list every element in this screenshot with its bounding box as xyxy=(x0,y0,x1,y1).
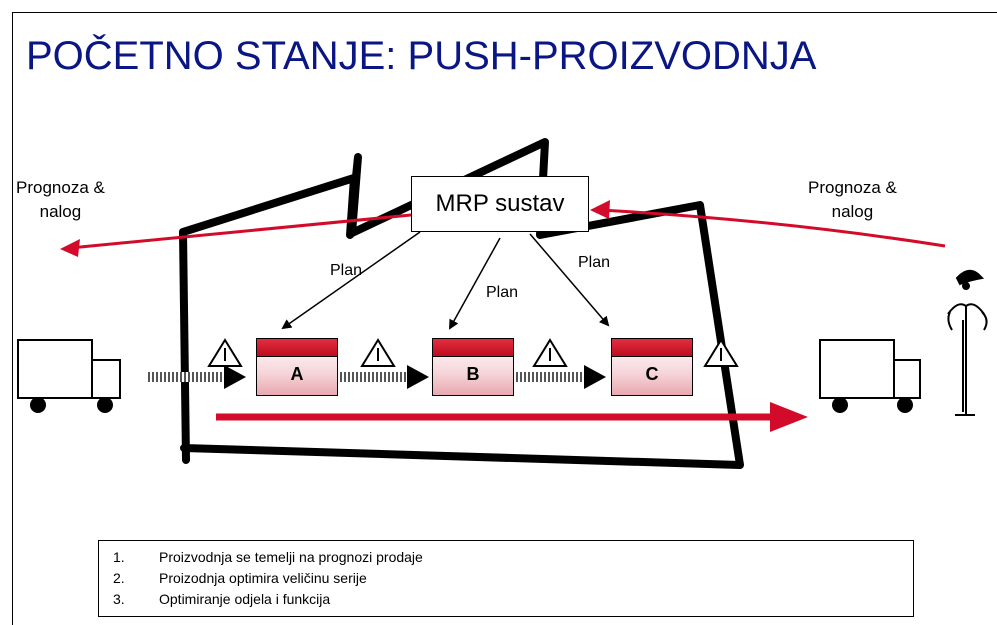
list-item-text: Proizodnja optimira veličinu serije xyxy=(159,570,367,586)
factory-outline xyxy=(179,138,744,469)
slide-title: POČETNO STANJE: PUSH-PROIZVODNJA xyxy=(26,34,817,78)
list-item-number: 1. xyxy=(113,549,125,565)
right-forecast-arrow xyxy=(590,200,946,248)
station-c: C xyxy=(611,338,693,396)
push-arrow-2 xyxy=(337,365,429,389)
forecast-order-label-left: Prognoza & nalog xyxy=(16,178,105,221)
warning-icon xyxy=(207,338,243,367)
plan-label-c: Plan xyxy=(578,254,611,271)
mrp-system-box: MRP sustav xyxy=(411,176,589,232)
push-arrow-1 xyxy=(147,365,246,389)
list-item-number: 3. xyxy=(113,591,125,607)
station-a: A xyxy=(256,338,338,396)
warning-icon xyxy=(360,338,396,367)
station-header-bar xyxy=(433,339,513,357)
slide-frame xyxy=(12,12,997,625)
key-points-box: 1. Proizvodnja se temelji na prognozi pro… xyxy=(98,540,914,617)
list-item: 3. Optimiranje odjela i funkcija xyxy=(113,591,330,607)
plan-label-a: Plan xyxy=(330,262,363,279)
station-letter: B xyxy=(466,364,480,384)
list-item: 1. Proizvodnja se temelji na prognozi pro… xyxy=(113,549,423,565)
list-item-number: 2. xyxy=(113,570,125,586)
station-header-bar xyxy=(612,339,692,357)
warning-icon xyxy=(703,338,739,367)
plan-arrow-b xyxy=(449,237,501,330)
list-item-text: Optimiranje odjela i funkcija xyxy=(159,591,331,607)
truck-icon xyxy=(17,339,121,413)
plan-arrow-c xyxy=(529,233,610,327)
plan-arrow-a xyxy=(281,231,421,330)
station-letter: C xyxy=(645,364,659,384)
main-push-flow-arrow xyxy=(216,402,808,432)
left-forecast-arrow xyxy=(60,213,412,257)
warning-icon xyxy=(532,338,568,367)
list-item: 2. Proizodnja optimira veličinu serije xyxy=(113,570,367,586)
forecast-order-label-right: Prognoza & nalog xyxy=(808,178,897,221)
truck-icon xyxy=(819,339,921,413)
station-b: B xyxy=(432,338,514,396)
station-letter: A xyxy=(290,364,304,384)
plan-label-b: Plan xyxy=(486,284,519,301)
push-arrow-3 xyxy=(513,365,606,389)
list-item-text: Proizvodnja se temelji na prognozi proda… xyxy=(159,549,423,565)
customer-figure-icon xyxy=(947,269,988,416)
station-header-bar xyxy=(257,339,337,357)
